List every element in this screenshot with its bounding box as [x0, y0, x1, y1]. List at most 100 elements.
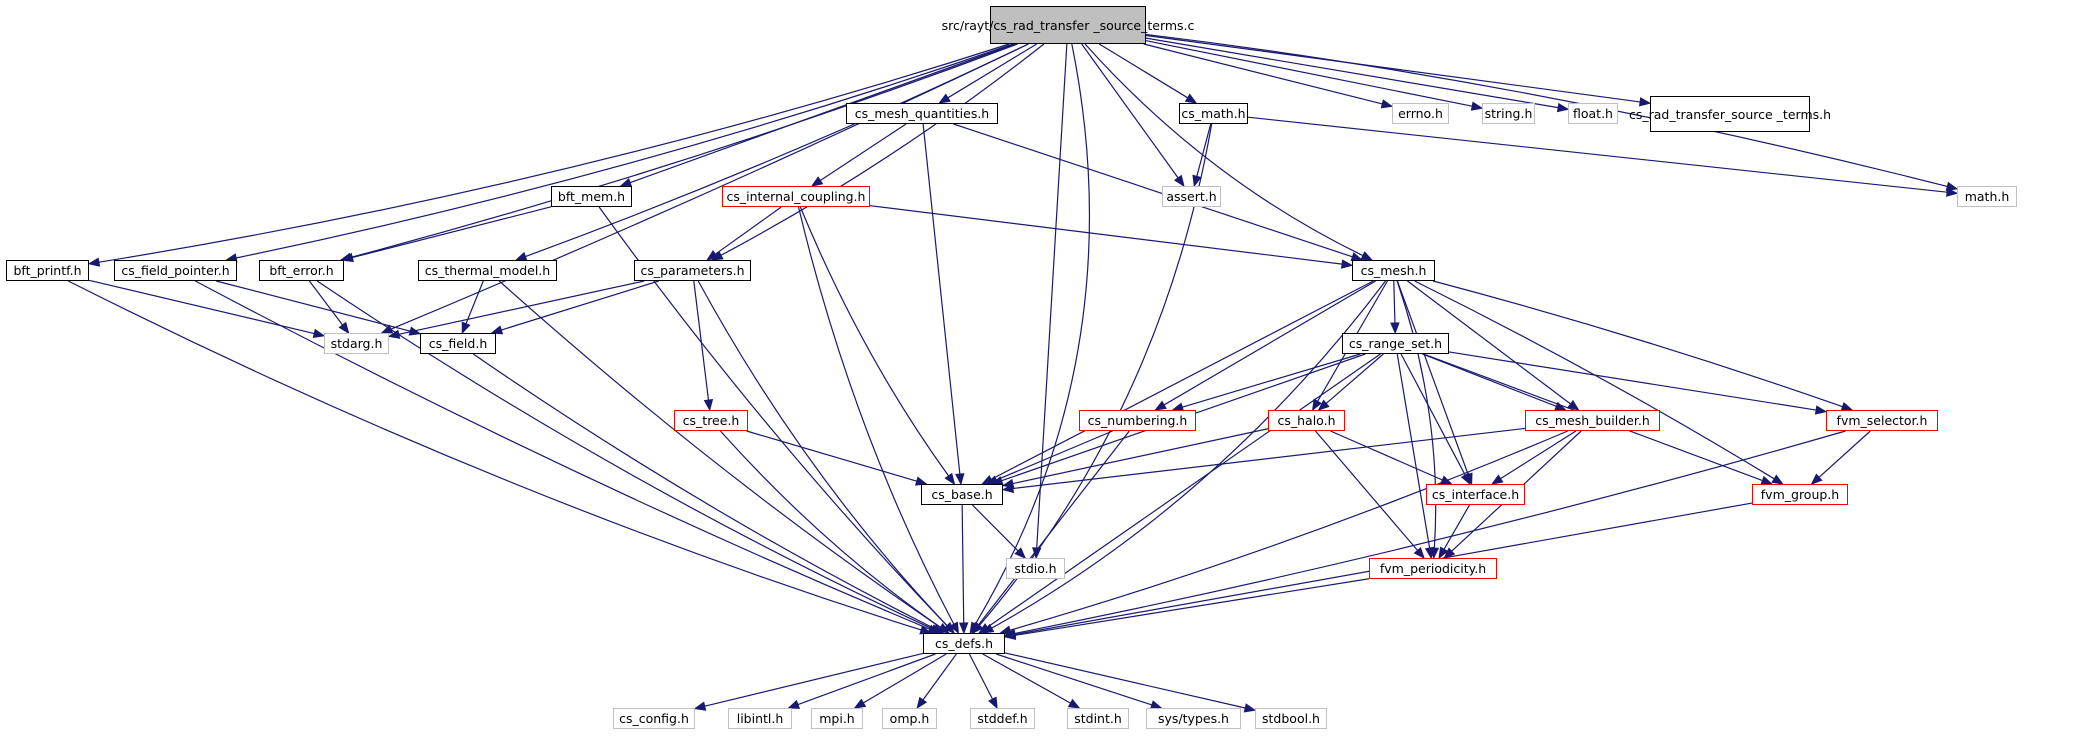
- node-fvm-periodicity[interactable]: fvm_periodicity.h: [1369, 558, 1497, 579]
- edge-cs_parameters-to-cs_tree: [693, 280, 710, 401]
- node-errno: errno.h: [1392, 103, 1449, 124]
- edge-cs_field-to-cs_defs: [472, 353, 935, 630]
- arrowhead-bft_printf-to-stdarg: [312, 328, 326, 339]
- node-fvm-group[interactable]: fvm_group.h: [1752, 484, 1848, 505]
- edge-cs_range_set-to-cs_halo: [1325, 353, 1384, 404]
- node-stddef: stddef.h: [970, 708, 1035, 729]
- arrowhead-cs_internal_coupling-to-cs_base: [944, 472, 956, 486]
- edge-root-to-assert: [1081, 43, 1179, 179]
- arrowhead-root-to-cs_rad_transfer_source_terms: [1638, 97, 1652, 107]
- node-cs-math[interactable]: cs_math.h: [1179, 103, 1248, 124]
- node-cs-field[interactable]: cs_field.h: [420, 333, 496, 354]
- edge-cs_range_set-to-fvm_periodicity: [1396, 353, 1431, 549]
- arrowhead-cs_math-to-math: [1946, 187, 1959, 197]
- node-stdbool: stdbool.h: [1255, 708, 1327, 729]
- edge-cs_field_pointer-to-cs_defs: [195, 280, 930, 630]
- arrowhead-root-to-string: [1470, 101, 1484, 111]
- node-string: string.h: [1482, 103, 1535, 124]
- node-bft-printf[interactable]: bft_printf.h: [6, 260, 89, 281]
- arrowhead-root-to-math: [1945, 181, 1959, 191]
- edge-cs_mesh-to-fvm_selector: [1433, 280, 1843, 408]
- edge-cs_mesh-to-cs_numbering: [1163, 280, 1376, 406]
- edge-cs_mesh_builder-to-cs_interface: [1500, 430, 1577, 480]
- node-bft-error[interactable]: bft_error.h: [259, 260, 344, 281]
- node-cs-mesh-builder[interactable]: cs_mesh_builder.h: [1525, 410, 1660, 431]
- edge-root-to-errno: [1143, 43, 1383, 105]
- arrowhead-cs_defs-to-libintl: [787, 699, 801, 709]
- arrowhead-cs_range_set-to-cs_defs: [977, 623, 991, 634]
- arrowhead-cs_numbering-to-cs_base: [985, 475, 999, 485]
- arrowhead-cs_range_set-to-cs_interface: [1460, 472, 1471, 486]
- edge-root-to-cs_rad_transfer_source_terms: [1145, 34, 1641, 103]
- arrowhead-cs_defs-to-stddef: [988, 696, 998, 710]
- edge-root-to-math: [1145, 33, 1948, 188]
- edge-cs_mesh-to-cs_range_set: [1393, 280, 1396, 324]
- arrowhead-cs_tree-to-cs_defs: [937, 623, 950, 634]
- edge-fvm_selector-to-fvm_group: [1818, 430, 1871, 478]
- arrowhead-cs_mesh_builder-to-cs_base: [1001, 483, 1014, 494]
- arrowhead-cs_defs-to-omp: [916, 696, 928, 710]
- node-bft-mem[interactable]: bft_mem.h: [551, 186, 632, 207]
- edge-cs_mesh_quantities-to-cs_base: [922, 123, 961, 475]
- node-cs-rad-transfer-source-terms[interactable]: cs_rad_transfer_source _terms.h: [1629, 96, 1831, 132]
- edge-cs_base-to-cs_defs: [961, 504, 965, 624]
- node-cs-numbering[interactable]: cs_numbering.h: [1079, 410, 1196, 431]
- arrowhead-cs_defs-to-cs_config: [693, 701, 707, 711]
- edge-cs_range_set-to-cs_numbering: [1182, 353, 1361, 408]
- edge-cs_tree-to-cs_defs: [719, 430, 941, 628]
- arrowhead-cs_math-to-assert: [1192, 174, 1202, 188]
- node-cs-mesh[interactable]: cs_mesh.h: [1352, 260, 1435, 281]
- edge-cs_defs-to-stddef: [968, 653, 994, 700]
- edge-fvm_selector-to-cs_defs: [1014, 430, 1846, 635]
- arrowhead-root-to-cs_mesh_quantities: [938, 93, 951, 104]
- edge-cs_mesh-to-cs_interface: [1396, 280, 1469, 475]
- node-cs-base[interactable]: cs_base.h: [921, 484, 1003, 505]
- edge-root-to-stdio: [1036, 43, 1068, 549]
- node-cs-internal-coupling[interactable]: cs_internal_coupling.h: [722, 186, 870, 207]
- arrowhead-cs_parameters-to-cs_field: [490, 325, 504, 335]
- edge-root-to-cs_math: [1098, 43, 1189, 99]
- edge-cs_numbering-to-cs_base: [995, 430, 1113, 481]
- arrowhead-cs_range_set-to-fvm_selector: [1814, 405, 1828, 415]
- node-float: float.h: [1568, 103, 1618, 124]
- arrowhead-cs_numbering-to-cs_defs: [971, 621, 983, 635]
- arrowhead-bft_mem-to-bft_error: [341, 252, 354, 262]
- node-mpi: mpi.h: [811, 708, 863, 729]
- node-stdarg: stdarg.h: [324, 333, 389, 354]
- edge-bft_mem-to-bft_error: [352, 206, 552, 259]
- arrowhead-fvm_periodicity-to-cs_defs: [1003, 630, 1017, 640]
- node-cs-range-set[interactable]: cs_range_set.h: [1342, 333, 1449, 354]
- node-cs-parameters[interactable]: cs_parameters.h: [634, 260, 751, 281]
- node-cs-tree[interactable]: cs_tree.h: [674, 410, 748, 431]
- edge-cs_defs-to-stdint: [982, 653, 1071, 704]
- node-cs-defs[interactable]: cs_defs.h: [923, 633, 1005, 654]
- node-cs-halo[interactable]: cs_halo.h: [1268, 410, 1345, 431]
- node-cs-thermal-model[interactable]: cs_thermal_model.h: [418, 260, 557, 281]
- arrowhead-cs_mesh-to-cs_range_set: [1390, 322, 1400, 335]
- edge-cs_math-to-assert: [1196, 123, 1212, 177]
- node-root-source-file: src/rayt/cs_rad_transfer _source_terms.c: [942, 6, 1194, 44]
- edge-cs_defs-to-cs_config: [704, 652, 924, 707]
- edge-cs_mesh_quantities-to-cs_mesh: [953, 123, 1353, 258]
- arrowhead-cs_mesh-to-cs_mesh_builder: [1567, 399, 1580, 411]
- edge-root-to-bft_mem: [629, 43, 1016, 184]
- arrowhead-cs_mesh-to-cs_halo: [1311, 398, 1322, 412]
- node-fvm-selector[interactable]: fvm_selector.h: [1826, 410, 1938, 431]
- arrowhead-root-to-errno: [1380, 99, 1394, 109]
- edge-cs_range_set-to-cs_interface: [1400, 353, 1466, 476]
- arrowhead-cs_thermal_model-to-cs_field: [461, 321, 471, 335]
- arrowhead-root-to-float: [1556, 102, 1570, 113]
- arrowhead-cs_defs-to-stdbool: [1243, 703, 1257, 713]
- edge-cs_parameters-to-cs_defs: [697, 280, 948, 627]
- arrowhead-cs_mesh_builder-to-cs_interface: [1490, 474, 1504, 485]
- arrowhead-cs_internal_coupling-to-cs_defs: [949, 621, 960, 635]
- node-cs-interface[interactable]: cs_interface.h: [1426, 484, 1525, 505]
- node-cs-mesh-quantities[interactable]: cs_mesh_quantities.h: [846, 103, 998, 124]
- edge-cs_halo-to-cs_interface: [1330, 430, 1443, 481]
- edge-cs_thermal_model-to-cs_defs: [498, 280, 941, 628]
- arrowhead-cs_halo-to-fvm_periodicity: [1413, 546, 1425, 560]
- arrowhead-cs_mesh_builder-to-cs_defs: [999, 625, 1012, 635]
- node-sys-types: sys/types.h: [1146, 708, 1241, 729]
- node-cs-field-pointer[interactable]: cs_field_pointer.h: [114, 260, 237, 281]
